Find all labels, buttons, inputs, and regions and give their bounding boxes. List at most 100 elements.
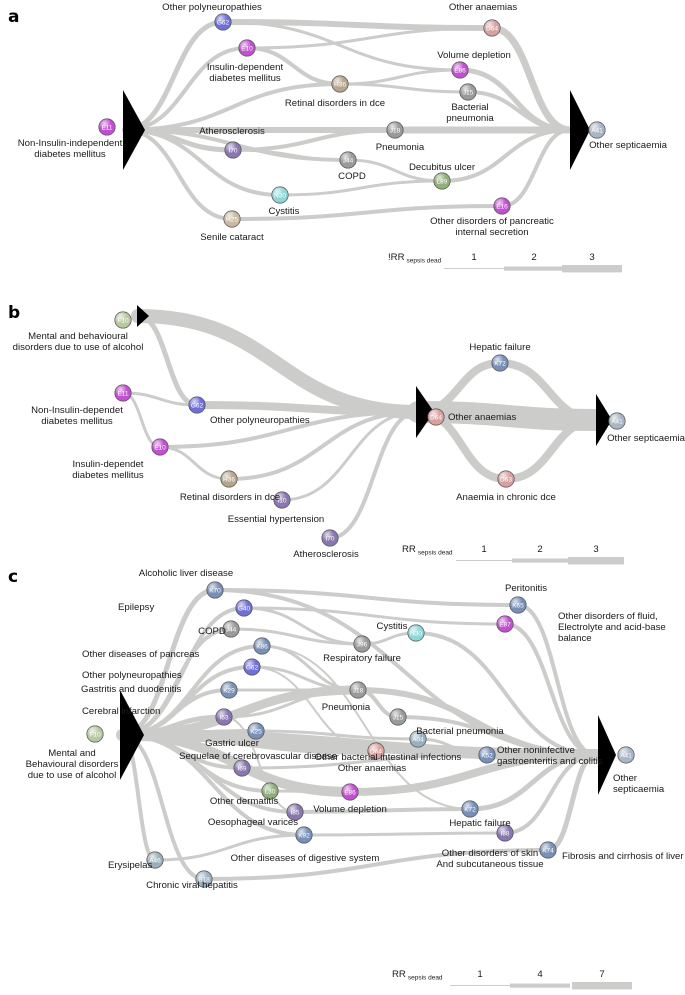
node-shine xyxy=(195,870,213,888)
node-code: D63 xyxy=(500,476,512,483)
node-shine xyxy=(493,197,511,215)
flow-band xyxy=(231,148,350,162)
source-label: due to use of alcohol xyxy=(28,770,117,781)
legend-swatch xyxy=(568,557,624,565)
source-node-f10: F10 xyxy=(114,311,132,329)
node-shine xyxy=(353,635,371,653)
node-label: Anaemia in chronic dce xyxy=(456,492,556,503)
node-k25: K25 xyxy=(247,722,265,740)
flow-band xyxy=(414,631,598,757)
node-code: K74 xyxy=(542,847,554,854)
node-label: Other polyneuropathies xyxy=(82,670,182,681)
flow-band xyxy=(123,46,249,132)
node-label: Insulin-dependet xyxy=(73,459,144,470)
node-shine xyxy=(588,121,606,139)
node-shine xyxy=(286,803,304,821)
flow-band xyxy=(467,752,599,812)
target-node-a41: A41 xyxy=(608,412,626,430)
legend-tick: 3 xyxy=(589,252,594,263)
node-label: Pneumonia xyxy=(376,142,425,153)
node-shine xyxy=(409,730,427,748)
node-shine xyxy=(235,599,253,617)
node-label: Other disorders of skin xyxy=(442,848,539,859)
flow-band xyxy=(121,391,199,407)
node-shine xyxy=(151,438,169,456)
node-shine xyxy=(427,408,445,426)
node-shine xyxy=(233,759,251,777)
source-label: Behavioural disorders xyxy=(26,759,119,770)
node-k74: K74 xyxy=(539,841,557,859)
node-k72: K72 xyxy=(461,800,479,818)
flow-band xyxy=(278,179,444,197)
node-code: K70 xyxy=(209,587,221,594)
legend-tick: 2 xyxy=(537,544,542,555)
node-shine xyxy=(247,722,265,740)
flow-band xyxy=(503,622,598,757)
node-shine xyxy=(215,708,233,726)
node-j18: J18 xyxy=(349,681,367,699)
node-shine xyxy=(349,681,367,699)
flow-band xyxy=(222,688,360,719)
node-label: Other anaemias xyxy=(449,2,517,13)
node-l89: L89 xyxy=(433,172,451,190)
legend-tick: 3 xyxy=(593,544,598,555)
node-code: K72 xyxy=(464,806,476,813)
node-code: H25 xyxy=(226,216,238,223)
node-code: I69 xyxy=(237,765,246,772)
node-shine xyxy=(224,141,242,159)
node-j44: J44 xyxy=(339,151,357,169)
node-i10: I10 xyxy=(273,491,291,509)
node-code: E86 xyxy=(454,67,466,74)
node-shine xyxy=(407,624,425,642)
node-label: Insulin-dependent xyxy=(207,62,284,73)
node-shine xyxy=(617,746,635,764)
node-code: E11 xyxy=(117,390,128,397)
node-shine xyxy=(491,354,509,372)
flow-band xyxy=(328,410,420,540)
node-d63: D63 xyxy=(497,470,515,488)
node-i85: I85 xyxy=(286,803,304,821)
node-label: Retinal disorders in dce xyxy=(285,98,385,109)
node-n30: N30 xyxy=(271,186,289,204)
node-shine xyxy=(295,826,313,844)
node-code: A04 xyxy=(412,736,424,743)
flow-band xyxy=(280,410,420,502)
node-label: Gastric ulcer xyxy=(205,738,260,749)
legend-tick: 1 xyxy=(481,544,486,555)
node-label: Electrolyte and acid-base xyxy=(558,622,666,633)
source-arrow xyxy=(137,305,149,327)
node-label: Decubitus ulcer xyxy=(409,162,476,173)
node-label: Fibrosis and cirrhosis of liver xyxy=(562,851,684,862)
flow-band xyxy=(158,445,231,481)
flow-band xyxy=(488,24,574,134)
node-shine xyxy=(114,311,132,329)
node-code: K52 xyxy=(481,752,493,759)
node-label: COPD xyxy=(198,626,226,637)
node-shine xyxy=(459,83,477,101)
node-label: Atherosclerosis xyxy=(199,126,265,137)
legend-tick: 7 xyxy=(599,969,604,980)
node-code: J18 xyxy=(390,127,401,134)
node-label: Cystitis xyxy=(377,621,408,632)
node-code: G62 xyxy=(191,402,204,409)
node-shine xyxy=(341,783,359,801)
node-code: I88 xyxy=(500,830,509,837)
target-label: septicaemia xyxy=(613,784,665,795)
node-i63: I63 xyxy=(215,708,233,726)
node-shine xyxy=(331,75,349,93)
source-label: disorders due to use of alcohol xyxy=(13,342,144,353)
node-shine xyxy=(114,384,132,402)
node-h36: H36 xyxy=(331,75,349,93)
target-label: Other septicaemia xyxy=(589,140,668,151)
flow-band xyxy=(407,401,609,431)
node-label: diabetes mellitus xyxy=(209,73,281,84)
node-label: Pneumonia xyxy=(322,702,371,713)
node-label: Alcoholic liver disease xyxy=(139,568,233,579)
target-node-a41: A41 xyxy=(617,746,635,764)
node-l30: L30 xyxy=(261,782,279,800)
legend-tick: 4 xyxy=(537,969,543,980)
node-n30: N30 xyxy=(407,624,425,642)
node-e86: E86 xyxy=(341,783,359,801)
